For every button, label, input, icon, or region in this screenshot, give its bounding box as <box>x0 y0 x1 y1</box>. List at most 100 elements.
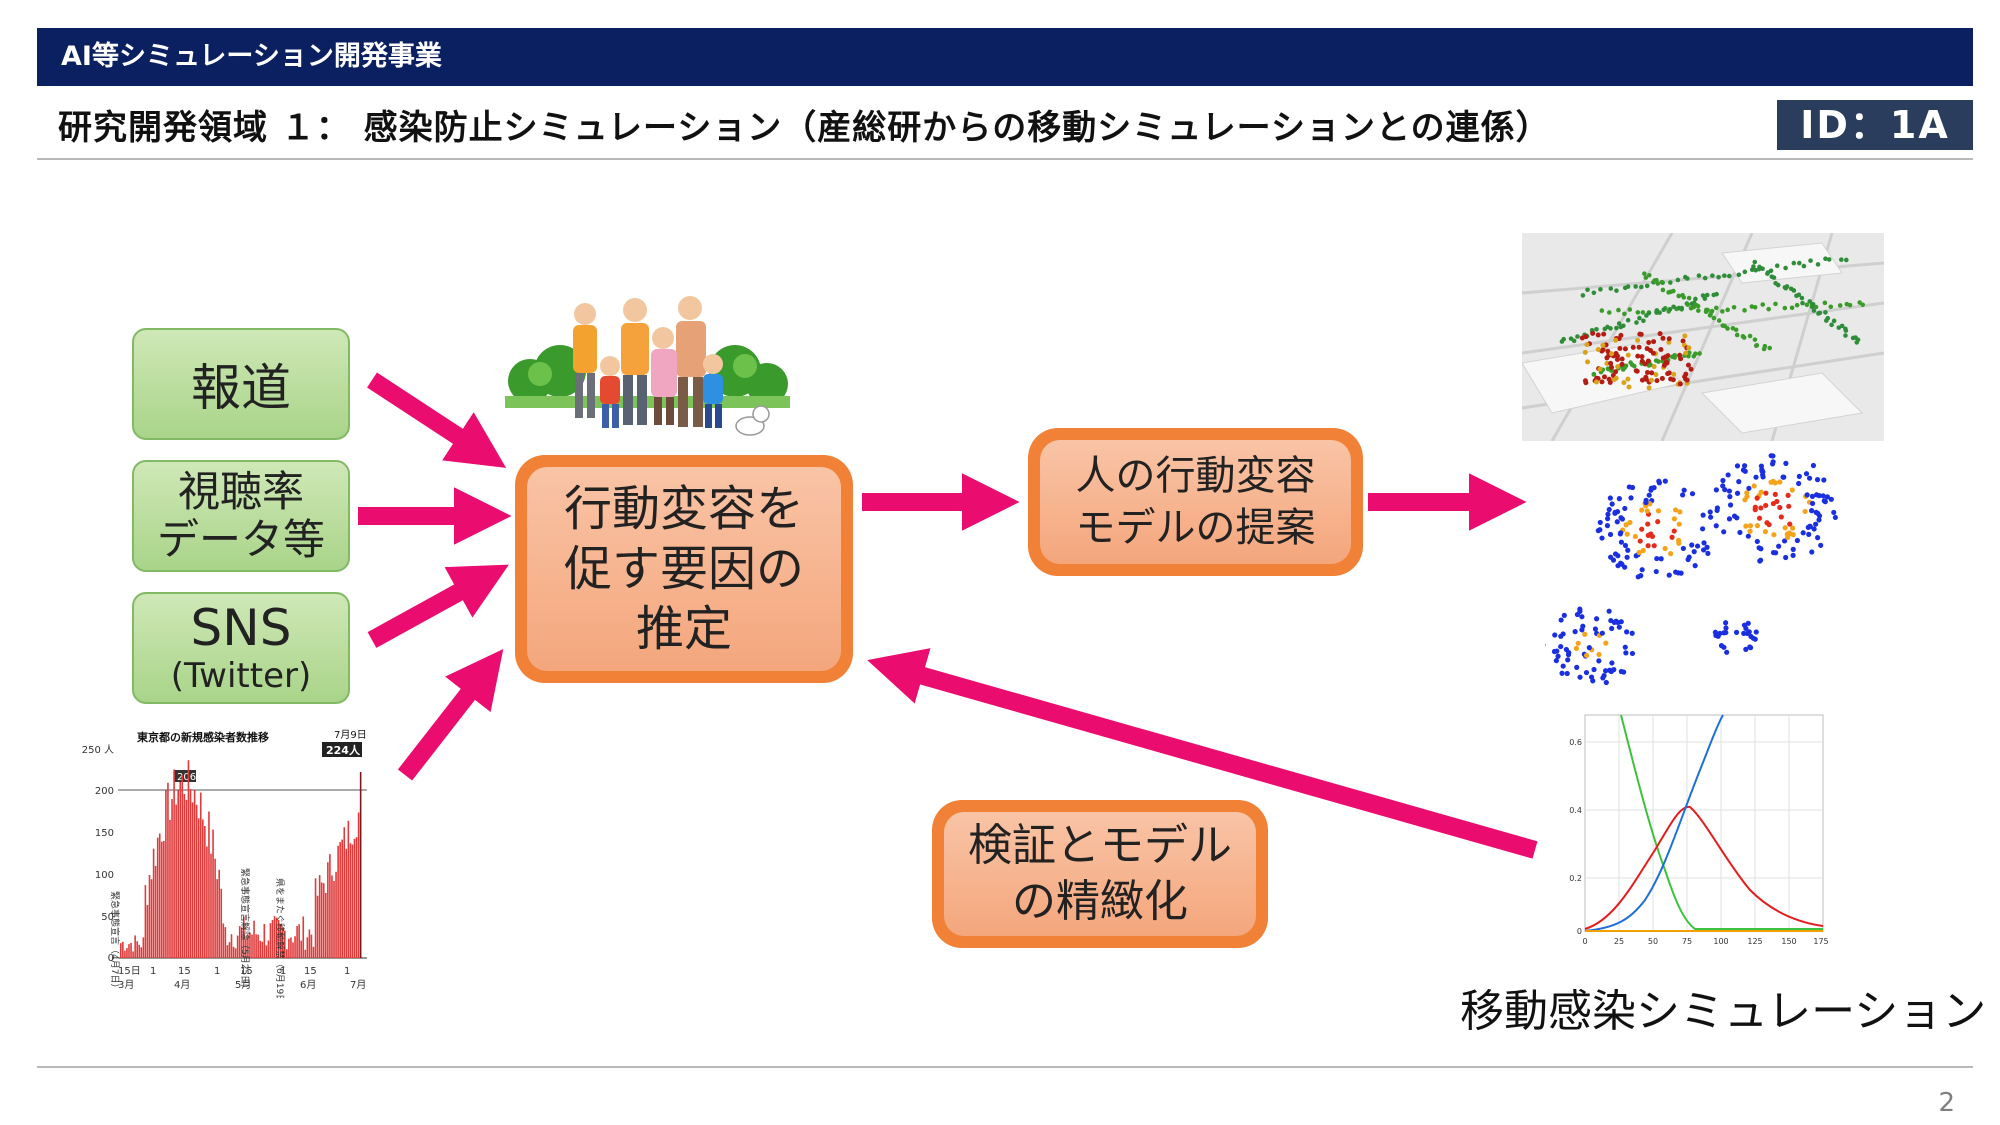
cluster-agent <box>1601 673 1607 679</box>
graph-bar <box>331 875 333 958</box>
cluster-agent <box>1622 542 1629 549</box>
tokyo-cases-graph: 東京都の新規感染者数推移 7月9日 224人 206 250 人 200 150… <box>82 728 382 998</box>
cluster-agent <box>1564 670 1570 677</box>
cluster-agent <box>1590 678 1596 684</box>
cluster-agent <box>1745 620 1751 626</box>
mobility-agent <box>1837 303 1843 308</box>
mobility-agent <box>1632 363 1637 369</box>
source-ratings-box: 視聴率 データ等 <box>132 460 350 572</box>
cluster-agent <box>1762 529 1769 535</box>
mobility-agent <box>1635 353 1641 359</box>
source-ratings-line1: 視聴率 <box>177 467 304 516</box>
cluster-agent <box>1763 490 1769 496</box>
arrow-sns-to-estimate <box>367 564 509 648</box>
cluster-agent <box>1612 509 1618 515</box>
mobility-agent <box>1708 311 1713 317</box>
graph-bar <box>189 789 192 958</box>
cluster-agent <box>1603 679 1609 686</box>
graph-bar <box>175 804 177 958</box>
mobility-agent <box>1682 333 1688 339</box>
mobility-agent <box>1789 305 1795 311</box>
mobility-agent <box>1620 367 1626 372</box>
cluster-agent <box>1759 468 1766 474</box>
mobility-agent <box>1635 337 1641 343</box>
mobility-agent <box>1643 374 1649 380</box>
graph-bar <box>294 936 296 958</box>
mobility-agent <box>1615 353 1621 359</box>
verification-box: 検証とモデル の精緻化 <box>932 800 1268 948</box>
sir-x-tick: 25 <box>1614 937 1624 946</box>
mobility-agent <box>1660 287 1666 293</box>
cluster-agent <box>1603 640 1609 646</box>
cluster-agent <box>1624 554 1630 560</box>
mobility-agent <box>1773 301 1778 307</box>
mobility-agent <box>1711 315 1717 321</box>
mobility-agent <box>1644 369 1650 375</box>
graph-bar <box>185 799 188 958</box>
mobility-agent <box>1860 302 1866 308</box>
mobility-agent <box>1823 310 1828 315</box>
cluster-agent <box>1669 534 1675 540</box>
cluster-agent <box>1813 492 1820 498</box>
cluster-agent <box>1689 491 1696 497</box>
cluster-agent <box>1593 616 1600 622</box>
graph-bar <box>132 951 134 958</box>
cluster-agent <box>1813 521 1819 527</box>
mobility-agent <box>1619 361 1625 367</box>
cluster-agent <box>1632 533 1638 540</box>
mobility-agent <box>1575 334 1580 339</box>
graph-bar <box>232 946 235 958</box>
graph-bar <box>134 935 136 958</box>
cluster-agent <box>1579 627 1585 633</box>
cluster-agent <box>1816 517 1822 523</box>
cluster-agent <box>1624 531 1630 537</box>
mobility-agent <box>1796 292 1802 298</box>
cluster-agent <box>1602 668 1609 674</box>
source-ratings-line2: データ等 <box>156 515 325 564</box>
mobility-agent <box>1752 259 1758 265</box>
mobility-agent <box>1686 345 1692 351</box>
graph-bar <box>234 948 237 958</box>
graph-bar <box>179 781 182 958</box>
graph-bar <box>255 934 257 958</box>
cluster-agent <box>1655 519 1661 525</box>
cluster-agent <box>1722 487 1728 493</box>
mobility-agent <box>1621 380 1627 386</box>
mobility-agent <box>1654 378 1660 384</box>
cluster-agent <box>1599 630 1605 636</box>
graph-month: 6月 <box>300 979 316 991</box>
mobility-agent <box>1733 327 1739 333</box>
cluster-agent <box>1609 501 1615 507</box>
sir-x-tick: 0 <box>1582 937 1587 946</box>
graph-bar <box>163 840 165 958</box>
mobility-agent <box>1685 362 1691 368</box>
graph-bar <box>288 938 290 958</box>
cluster-agent <box>1743 625 1749 632</box>
mobility-agent <box>1752 337 1758 342</box>
cluster-agent <box>1802 508 1808 515</box>
mobility-agent <box>1791 260 1797 266</box>
mobility-agent <box>1813 304 1819 310</box>
cluster-agent <box>1651 543 1657 549</box>
mobility-agent <box>1585 287 1590 293</box>
mobility-agent <box>1625 376 1631 382</box>
mobility-agent <box>1811 308 1817 313</box>
mobility-agent <box>1678 356 1684 362</box>
mobility-agent <box>1591 290 1597 296</box>
graph-bar <box>349 843 352 958</box>
cluster-agent <box>1758 505 1764 511</box>
mobility-agent <box>1839 323 1845 329</box>
graph-bar <box>341 839 343 958</box>
mobility-agent <box>1736 272 1742 278</box>
cluster-agent <box>1629 650 1636 657</box>
graph-y-tick: 100 <box>95 870 114 881</box>
cluster-agent <box>1734 490 1741 496</box>
graph-bar <box>214 858 216 958</box>
graph-bar <box>245 938 247 958</box>
mobility-agent <box>1613 369 1619 375</box>
mobility-agent <box>1580 293 1586 298</box>
mobility-agent <box>1683 376 1689 382</box>
mobility-agent <box>1831 318 1837 324</box>
graph-bar <box>212 829 214 958</box>
mobility-agent <box>1808 258 1813 263</box>
